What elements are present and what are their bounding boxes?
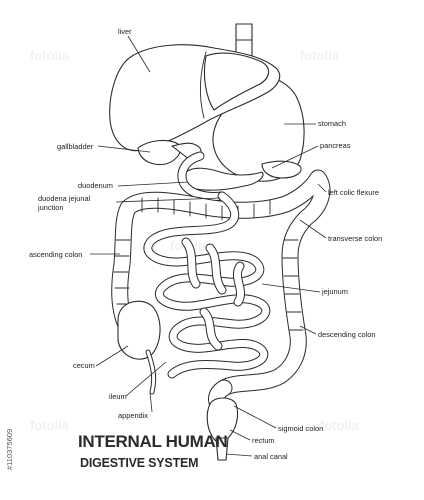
diagram-title: INTERNAL HUMAN DIGESTIVE SYSTEM <box>78 432 228 470</box>
title-line-2: DIGESTIVE SYSTEM <box>80 456 198 470</box>
duodenum-fill <box>178 152 226 200</box>
leader-duodenum <box>117 181 189 187</box>
pancreas-tail <box>261 160 302 179</box>
label-left-colic-flexure: left colic flexure <box>328 188 379 197</box>
watermark-layer: fotolia fotolia fotolia fotolia fotolia <box>30 48 360 433</box>
leader-gallbladder <box>97 145 151 153</box>
leader-pancreas <box>271 145 319 169</box>
liver-fissure <box>199 51 207 119</box>
leader-anal-canal <box>225 453 253 457</box>
label-stomach: stomach <box>318 119 346 128</box>
label-gallbladder: gallbladder <box>57 142 94 151</box>
label-jejunum: jejunum <box>321 287 348 296</box>
gallbladder <box>137 139 181 166</box>
small-intestine-fill <box>144 192 270 378</box>
label-sigmoid-colon: sigmoid colon <box>278 424 323 433</box>
leader-appendix <box>149 391 153 413</box>
watermark-text-2: fotolia <box>300 48 340 63</box>
labels: liver stomach gallbladder pancreas duode… <box>29 27 382 461</box>
label-ascending-colon: ascending colon <box>29 250 82 259</box>
leader-duodenal-jejunal <box>115 197 221 203</box>
cecum <box>117 300 161 360</box>
leader-ileum <box>125 361 167 397</box>
stock-id: #110375609 <box>5 429 14 470</box>
label-liver: liver <box>118 27 132 36</box>
label-rectum: rectum <box>252 436 275 445</box>
label-duodenum: duodenum <box>78 181 113 190</box>
colon-fill <box>112 170 330 396</box>
label-duodenal-jejunal-2: junction <box>37 203 63 212</box>
leader-left-colic-flexure <box>317 183 327 193</box>
leader-sigmoid-colon <box>233 405 277 429</box>
label-ileum: ileum <box>109 392 127 401</box>
label-appendix: appendix <box>118 411 148 420</box>
liver-right-lobe <box>203 52 270 111</box>
colon-haustra <box>113 197 304 331</box>
label-descending-colon: descending colon <box>318 330 376 339</box>
anal-canal <box>215 437 229 461</box>
label-cecum: cecum <box>73 361 95 370</box>
leader-descending-colon <box>299 325 317 335</box>
watermark-text-5: fotolia <box>320 418 360 433</box>
label-pancreas: pancreas <box>320 141 351 150</box>
leader-lines <box>90 35 327 457</box>
appendix-fill <box>146 350 156 394</box>
label-transverse-colon: transverse colon <box>328 234 382 243</box>
watermark-text-1: fotolia <box>30 48 70 63</box>
label-anal-canal: anal canal <box>254 452 288 461</box>
leader-cecum <box>95 345 129 367</box>
leader-rectum <box>229 429 251 441</box>
label-duodenal-jejunal-1: duodena jejunal <box>38 194 91 203</box>
leader-liver <box>127 35 151 73</box>
watermark-text-4: fotolia <box>30 418 70 433</box>
leader-jejunum <box>261 283 321 293</box>
title-line-1: INTERNAL HUMAN <box>78 432 227 451</box>
small-intestine-loops-fill <box>182 238 245 350</box>
leader-transverse-colon <box>299 219 327 239</box>
